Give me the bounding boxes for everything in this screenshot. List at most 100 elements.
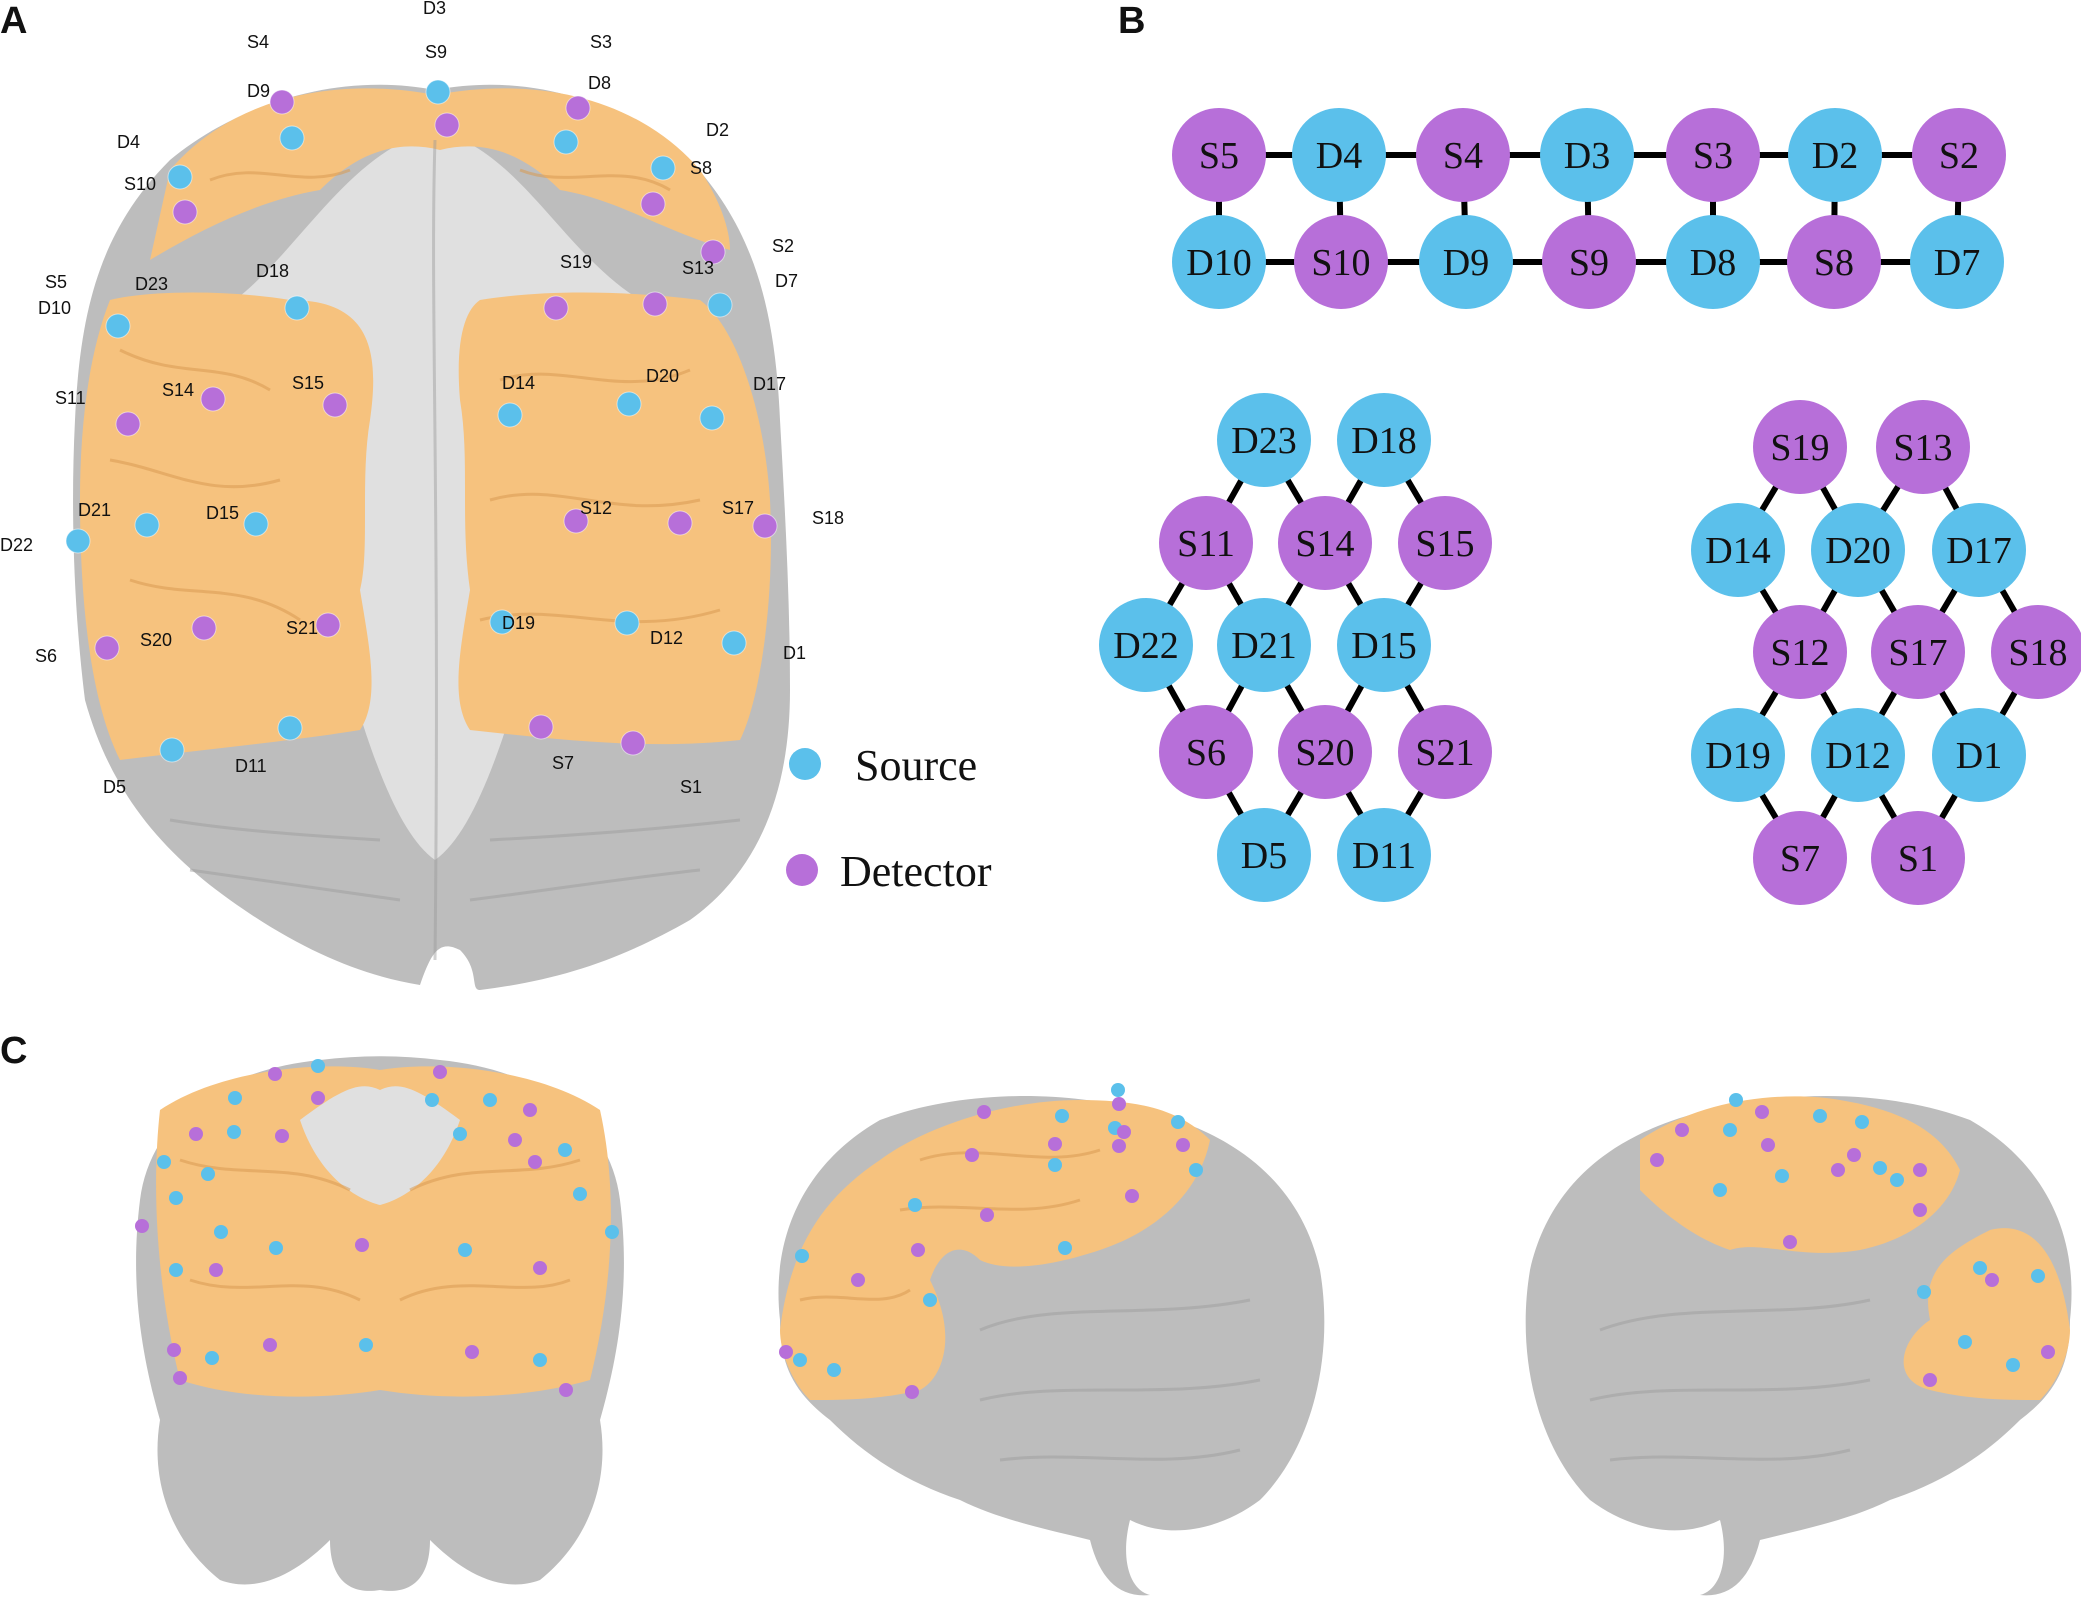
detector-marker — [1117, 1125, 1131, 1139]
source-marker — [228, 1091, 242, 1105]
node-label: S20 — [1295, 732, 1354, 774]
panel-label-c: C — [0, 1030, 28, 1072]
detector-node: D10 — [1172, 215, 1266, 309]
detector-node: D21 — [1217, 598, 1311, 692]
optode-label: D18 — [256, 261, 289, 281]
source-node-circle — [1910, 215, 2004, 309]
detector-marker — [528, 714, 554, 740]
node-label: S2 — [1939, 135, 1979, 177]
detector-node: D2 — [1788, 108, 1882, 202]
detector-marker — [355, 1238, 369, 1252]
source-marker — [269, 1241, 283, 1255]
node-label: S13 — [1893, 427, 1952, 469]
source-marker — [1917, 1285, 1931, 1299]
detector-marker — [1913, 1203, 1927, 1217]
source-marker — [1873, 1161, 1887, 1175]
source-marker — [1048, 1158, 1062, 1172]
detector-marker — [1650, 1153, 1664, 1167]
source-node: S10 — [1294, 215, 1388, 309]
detector-marker — [965, 1148, 979, 1162]
source-marker — [227, 1125, 241, 1139]
optode-label: D3 — [423, 0, 446, 18]
optode-label: S20 — [140, 630, 172, 650]
source-node: S2 — [1912, 108, 2006, 202]
source-marker — [277, 715, 303, 741]
node-label: D2 — [1812, 135, 1858, 177]
source-node-circle — [1337, 393, 1431, 487]
optode-label: D12 — [650, 628, 683, 648]
source-marker — [2031, 1269, 2045, 1283]
source-node: S8 — [1787, 215, 1881, 309]
node-label: D20 — [1825, 530, 1890, 572]
panel-c-front-view — [136, 1056, 624, 1591]
detector-marker — [977, 1105, 991, 1119]
detector-marker — [1923, 1373, 1937, 1387]
source-marker — [908, 1198, 922, 1212]
source-node-circle — [1811, 503, 1905, 597]
source-node: S19 — [1753, 400, 1847, 494]
node-label: S6 — [1186, 732, 1226, 774]
node-label: D21 — [1231, 625, 1296, 667]
detector-marker — [523, 1103, 537, 1117]
node-label: D14 — [1705, 530, 1770, 572]
source-marker — [1058, 1241, 1072, 1255]
detector-node: D3 — [1540, 108, 1634, 202]
detector-node: D23 — [1217, 393, 1311, 487]
source-marker — [1775, 1169, 1789, 1183]
detector-node: D18 — [1337, 393, 1431, 487]
source-node-circle — [1540, 108, 1634, 202]
source-marker — [1171, 1115, 1185, 1129]
detector-marker — [905, 1385, 919, 1399]
source-marker — [279, 125, 305, 151]
detector-node-circle — [1753, 811, 1847, 905]
detector-marker — [268, 1067, 282, 1081]
optode-label: D15 — [206, 503, 239, 523]
panel-c-front-optodes — [135, 1059, 619, 1397]
detector-marker — [980, 1208, 994, 1222]
optode-label: S1 — [680, 777, 702, 797]
source-marker — [699, 405, 725, 431]
detector-marker — [642, 291, 668, 317]
source-node: S5 — [1172, 108, 1266, 202]
optode-label: S8 — [690, 158, 712, 178]
optode-label: S18 — [812, 508, 844, 528]
detector-marker — [1125, 1189, 1139, 1203]
source-node-circle — [1217, 598, 1311, 692]
source-node: S21 — [1398, 705, 1492, 799]
source-marker — [1189, 1163, 1203, 1177]
detector-node-circle — [1159, 496, 1253, 590]
optode-label: D17 — [753, 374, 786, 394]
source-marker — [497, 402, 523, 428]
legend-detector-marker — [786, 854, 818, 886]
node-label: S9 — [1569, 242, 1609, 284]
source-node: S7 — [1753, 811, 1847, 905]
source-node: S17 — [1871, 605, 1965, 699]
optode-label: D9 — [247, 81, 270, 101]
detector-node: D22 — [1099, 598, 1193, 692]
node-label: S11 — [1177, 523, 1235, 565]
source-node: S1 — [1871, 811, 1965, 905]
detector-marker — [667, 510, 693, 536]
source-node: S13 — [1876, 400, 1970, 494]
detector-marker — [1755, 1105, 1769, 1119]
detector-marker — [911, 1243, 925, 1257]
optode-label: S13 — [682, 258, 714, 278]
detector-marker — [189, 1127, 203, 1141]
node-label: D19 — [1705, 735, 1770, 777]
legend-detector-label: Detector — [840, 847, 992, 896]
detector-node-circle — [1753, 400, 1847, 494]
node-label: D15 — [1351, 625, 1416, 667]
panel-c-right-view — [1525, 1096, 2072, 1596]
detector-marker — [209, 1263, 223, 1277]
optode-label: S6 — [35, 646, 57, 666]
source-marker — [1973, 1261, 1987, 1275]
detector-marker — [779, 1345, 793, 1359]
detector-node-circle — [1871, 811, 1965, 905]
optode-label: D7 — [775, 271, 798, 291]
source-node-circle — [1337, 808, 1431, 902]
detector-marker — [1176, 1138, 1190, 1152]
detector-marker — [172, 199, 198, 225]
